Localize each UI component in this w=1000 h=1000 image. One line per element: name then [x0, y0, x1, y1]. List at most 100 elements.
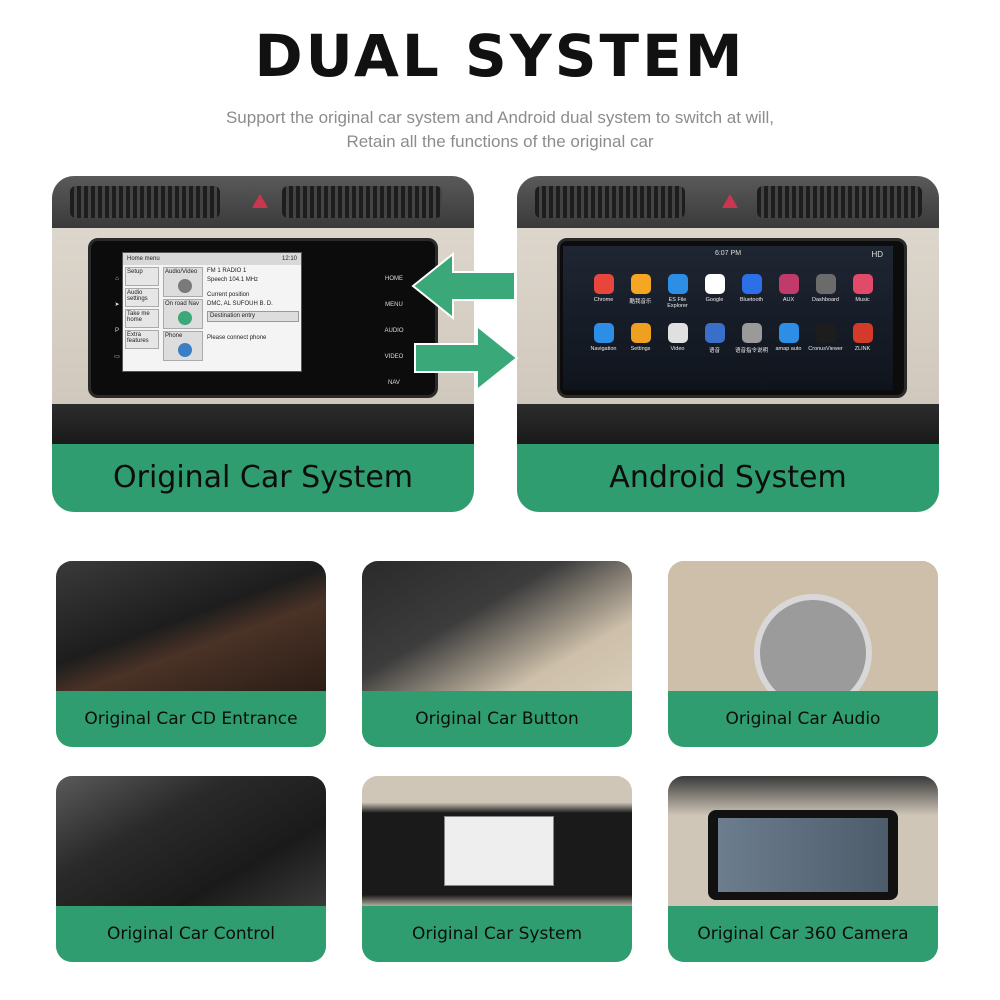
app-label: Google: [705, 297, 724, 303]
position-detail: DMC, AL SUFOUH B. D.: [207, 301, 273, 307]
app-label: 语音指令说明: [734, 348, 768, 354]
app-label: 酷我音乐: [629, 299, 652, 305]
speaker-grille-icon: [754, 594, 872, 712]
app-7[interactable]: Music: [844, 274, 881, 309]
original-system-label: Original Car System: [113, 460, 413, 495]
status-time: 6:07 PM: [714, 250, 742, 257]
app-icon: [778, 274, 799, 294]
feature-label: Original Car Audio: [668, 691, 938, 747]
app-label: AUX: [782, 297, 795, 303]
subtitle-line-2: Retain all the functions of the original…: [346, 132, 654, 151]
app-icon: [704, 274, 725, 294]
app-label: Chrome: [593, 297, 614, 303]
hazard-icon: [722, 194, 738, 208]
right-button-home[interactable]: HOME MENU: [385, 276, 403, 308]
tile-audio-video[interactable]: Audio/Video: [163, 267, 203, 297]
app-1[interactable]: 酷我音乐: [622, 274, 659, 309]
tile-phone[interactable]: Phone: [163, 331, 203, 361]
app-15[interactable]: ZLINK: [844, 323, 881, 354]
right-button-nav[interactable]: NAV: [388, 380, 400, 386]
app-icon: [815, 323, 836, 343]
app-8[interactable]: Navigation: [585, 323, 622, 354]
arrow-left-icon: [411, 251, 516, 321]
app-0[interactable]: Chrome: [585, 274, 622, 309]
app-4[interactable]: Bluetooth: [733, 274, 770, 309]
app-icon: [630, 323, 651, 343]
app-14[interactable]: CronusViewer: [807, 323, 844, 354]
radio-line: FM 1 RADIO 1: [207, 268, 247, 274]
destination-entry[interactable]: Destination entry: [207, 311, 299, 322]
lower-console: [517, 404, 939, 444]
app-12[interactable]: 语音指令说明: [733, 323, 770, 354]
app-icon: [704, 323, 725, 343]
android-system-card: 6:07 PM HD Chrome 酷我音乐 ES File Explorer Goo…: [517, 176, 939, 512]
home-menu-icon[interactable]: ⌂: [115, 276, 119, 282]
speech-line: Speech 104.1 MHz: [207, 277, 259, 283]
mini-original-screen: [444, 816, 554, 886]
app-label: CronusViewer: [808, 346, 843, 352]
clock: 12:10: [281, 256, 297, 262]
app-label: Bluetooth: [739, 297, 764, 303]
app-icon: [593, 323, 614, 343]
feature-card-360-camera: Original Car 360 Camera: [668, 776, 938, 962]
feature-card-control: Original Car Control: [56, 776, 326, 962]
app-icon: [852, 323, 873, 343]
app-grid: Chrome 酷我音乐 ES File Explorer Google Bluetoot…: [585, 274, 885, 354]
app-6[interactable]: Dashboard: [807, 274, 844, 309]
left-hard-buttons: ⌂ ➤ P ▭: [102, 266, 132, 370]
app-label: Settings: [630, 346, 651, 352]
android-screen: 6:07 PM HD Chrome 酷我音乐 ES File Explorer Goo…: [563, 246, 893, 390]
app-9[interactable]: Settings: [622, 323, 659, 354]
camera-view: [718, 818, 888, 892]
app-icon: [741, 274, 762, 294]
dashboard-vents: [52, 176, 474, 228]
app-label: Navigation: [590, 346, 617, 352]
tab-take-me-home[interactable]: Take me home: [125, 309, 159, 328]
tab-extra-features[interactable]: Extra features: [125, 330, 159, 349]
tab-setup[interactable]: Setup: [125, 267, 159, 286]
feature-card-button: Original Car Button: [362, 561, 632, 747]
app-label: 语音: [708, 348, 720, 354]
nav-icon[interactable]: ➤: [114, 302, 120, 308]
app-label: Video: [670, 346, 685, 352]
app-icon: [630, 274, 651, 294]
app-10[interactable]: Video: [659, 323, 696, 354]
phone-message: Please connect phone: [207, 335, 267, 341]
app-2[interactable]: ES File Explorer: [659, 274, 696, 309]
original-system-card: ⌂ ➤ P ▭ HOME MENU AUDIO VIDEO NAV PHONE …: [52, 176, 474, 512]
tab-audio-settings[interactable]: Audio settings: [125, 288, 159, 307]
page-title: DUAL SYSTEM: [254, 22, 746, 90]
app-3[interactable]: Google: [696, 274, 733, 309]
app-icon: [815, 274, 836, 294]
feature-card-audio: Original Car Audio: [668, 561, 938, 747]
screen-icon[interactable]: ▭: [114, 354, 120, 360]
original-screen: Home menu 12:10 Setup Audio settings Tak…: [122, 252, 302, 372]
app-label: amap auto: [775, 346, 802, 352]
app-icon: [741, 323, 762, 343]
feature-card-cd-entrance: Original Car CD Entrance: [56, 561, 326, 747]
feature-card-system: Original Car System: [362, 776, 632, 962]
right-button-audio[interactable]: AUDIO VIDEO: [384, 328, 404, 360]
app-icon: [852, 274, 873, 294]
lower-console: [52, 404, 474, 444]
park-icon[interactable]: P: [114, 328, 119, 334]
feature-label: Original Car Button: [362, 691, 632, 747]
feature-label: Original Car 360 Camera: [668, 906, 938, 962]
app-icon: [778, 323, 799, 343]
app-13[interactable]: amap auto: [770, 323, 807, 354]
app-icon: [667, 323, 688, 343]
dashboard-vents: [517, 176, 939, 228]
subtitle-line-1: Support the original car system and Andr…: [225, 108, 775, 127]
hazard-icon: [252, 194, 268, 208]
tile-on-road-nav[interactable]: On road Nav: [163, 299, 203, 329]
app-label: ZLINK: [854, 346, 871, 352]
hd-indicator: HD: [871, 250, 883, 259]
app-5[interactable]: AUX: [770, 274, 807, 309]
feature-label: Original Car Control: [56, 906, 326, 962]
app-label: ES File Explorer: [667, 297, 688, 309]
app-label: Music: [855, 297, 870, 303]
app-11[interactable]: 语音: [696, 323, 733, 354]
menu-title: Home menu: [127, 256, 160, 262]
app-label: Dashboard: [812, 297, 839, 303]
current-position: Current position: [207, 292, 250, 298]
